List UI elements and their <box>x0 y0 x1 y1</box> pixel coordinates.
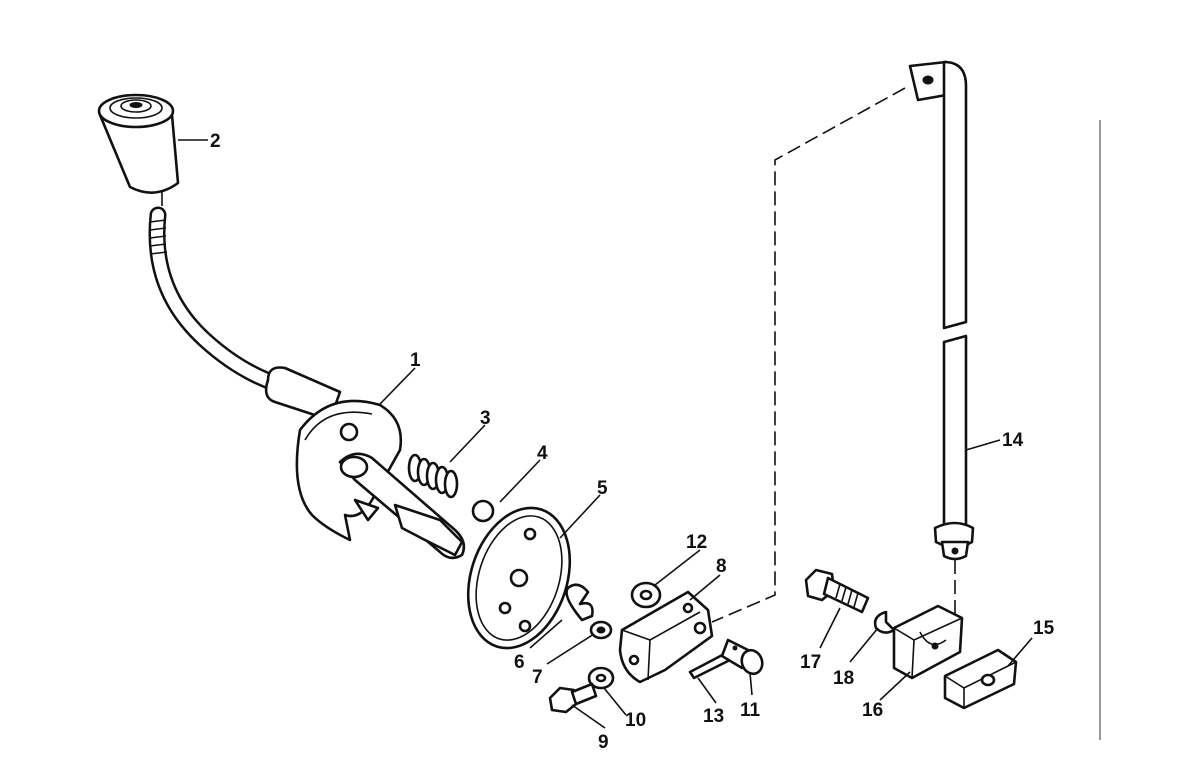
callout-2: 2 <box>210 131 221 152</box>
part-15-clamp <box>943 648 1018 710</box>
callout-3: 3 <box>480 408 491 429</box>
callout-5: 5 <box>597 478 608 499</box>
callout-15: 15 <box>1033 618 1055 639</box>
part-4-ball <box>471 499 495 523</box>
callout-7: 7 <box>532 667 543 688</box>
part-14-rod <box>908 60 975 561</box>
callout-8: 8 <box>716 556 727 577</box>
part-3-spring <box>407 453 459 499</box>
callout-16: 16 <box>862 700 883 721</box>
part-2-knob <box>97 93 180 194</box>
callout-1: 1 <box>410 350 421 371</box>
callout-14: 14 <box>1002 430 1024 451</box>
part-12-washer <box>630 581 662 609</box>
callout-labels: 2 1 3 4 5 6 7 8 9 10 11 12 13 14 15 16 1… <box>210 131 1055 753</box>
part-6-e-clip <box>565 583 594 622</box>
part-8-bracket <box>618 590 714 684</box>
part-11-clevis-pin <box>720 638 764 676</box>
callout-17: 17 <box>800 652 821 673</box>
callout-18: 18 <box>833 668 854 689</box>
callout-13: 13 <box>703 706 724 727</box>
part-18-e-clip <box>873 610 896 634</box>
part-9-bolt <box>548 682 598 714</box>
part-5-detent-plate <box>466 506 572 650</box>
part-10-washer <box>587 666 615 690</box>
leader-lines <box>178 139 1033 729</box>
part-1-lever-base <box>295 399 466 560</box>
callout-12: 12 <box>686 532 707 553</box>
part-7-washer <box>589 620 613 640</box>
lever-shaft <box>148 206 342 422</box>
callout-10: 10 <box>625 710 646 731</box>
part-17-bolt <box>804 568 870 614</box>
callout-4: 4 <box>537 443 548 464</box>
callout-11: 11 <box>740 700 761 721</box>
callout-6: 6 <box>514 652 525 673</box>
callout-9: 9 <box>598 732 609 753</box>
part-16-clamp <box>892 604 964 680</box>
